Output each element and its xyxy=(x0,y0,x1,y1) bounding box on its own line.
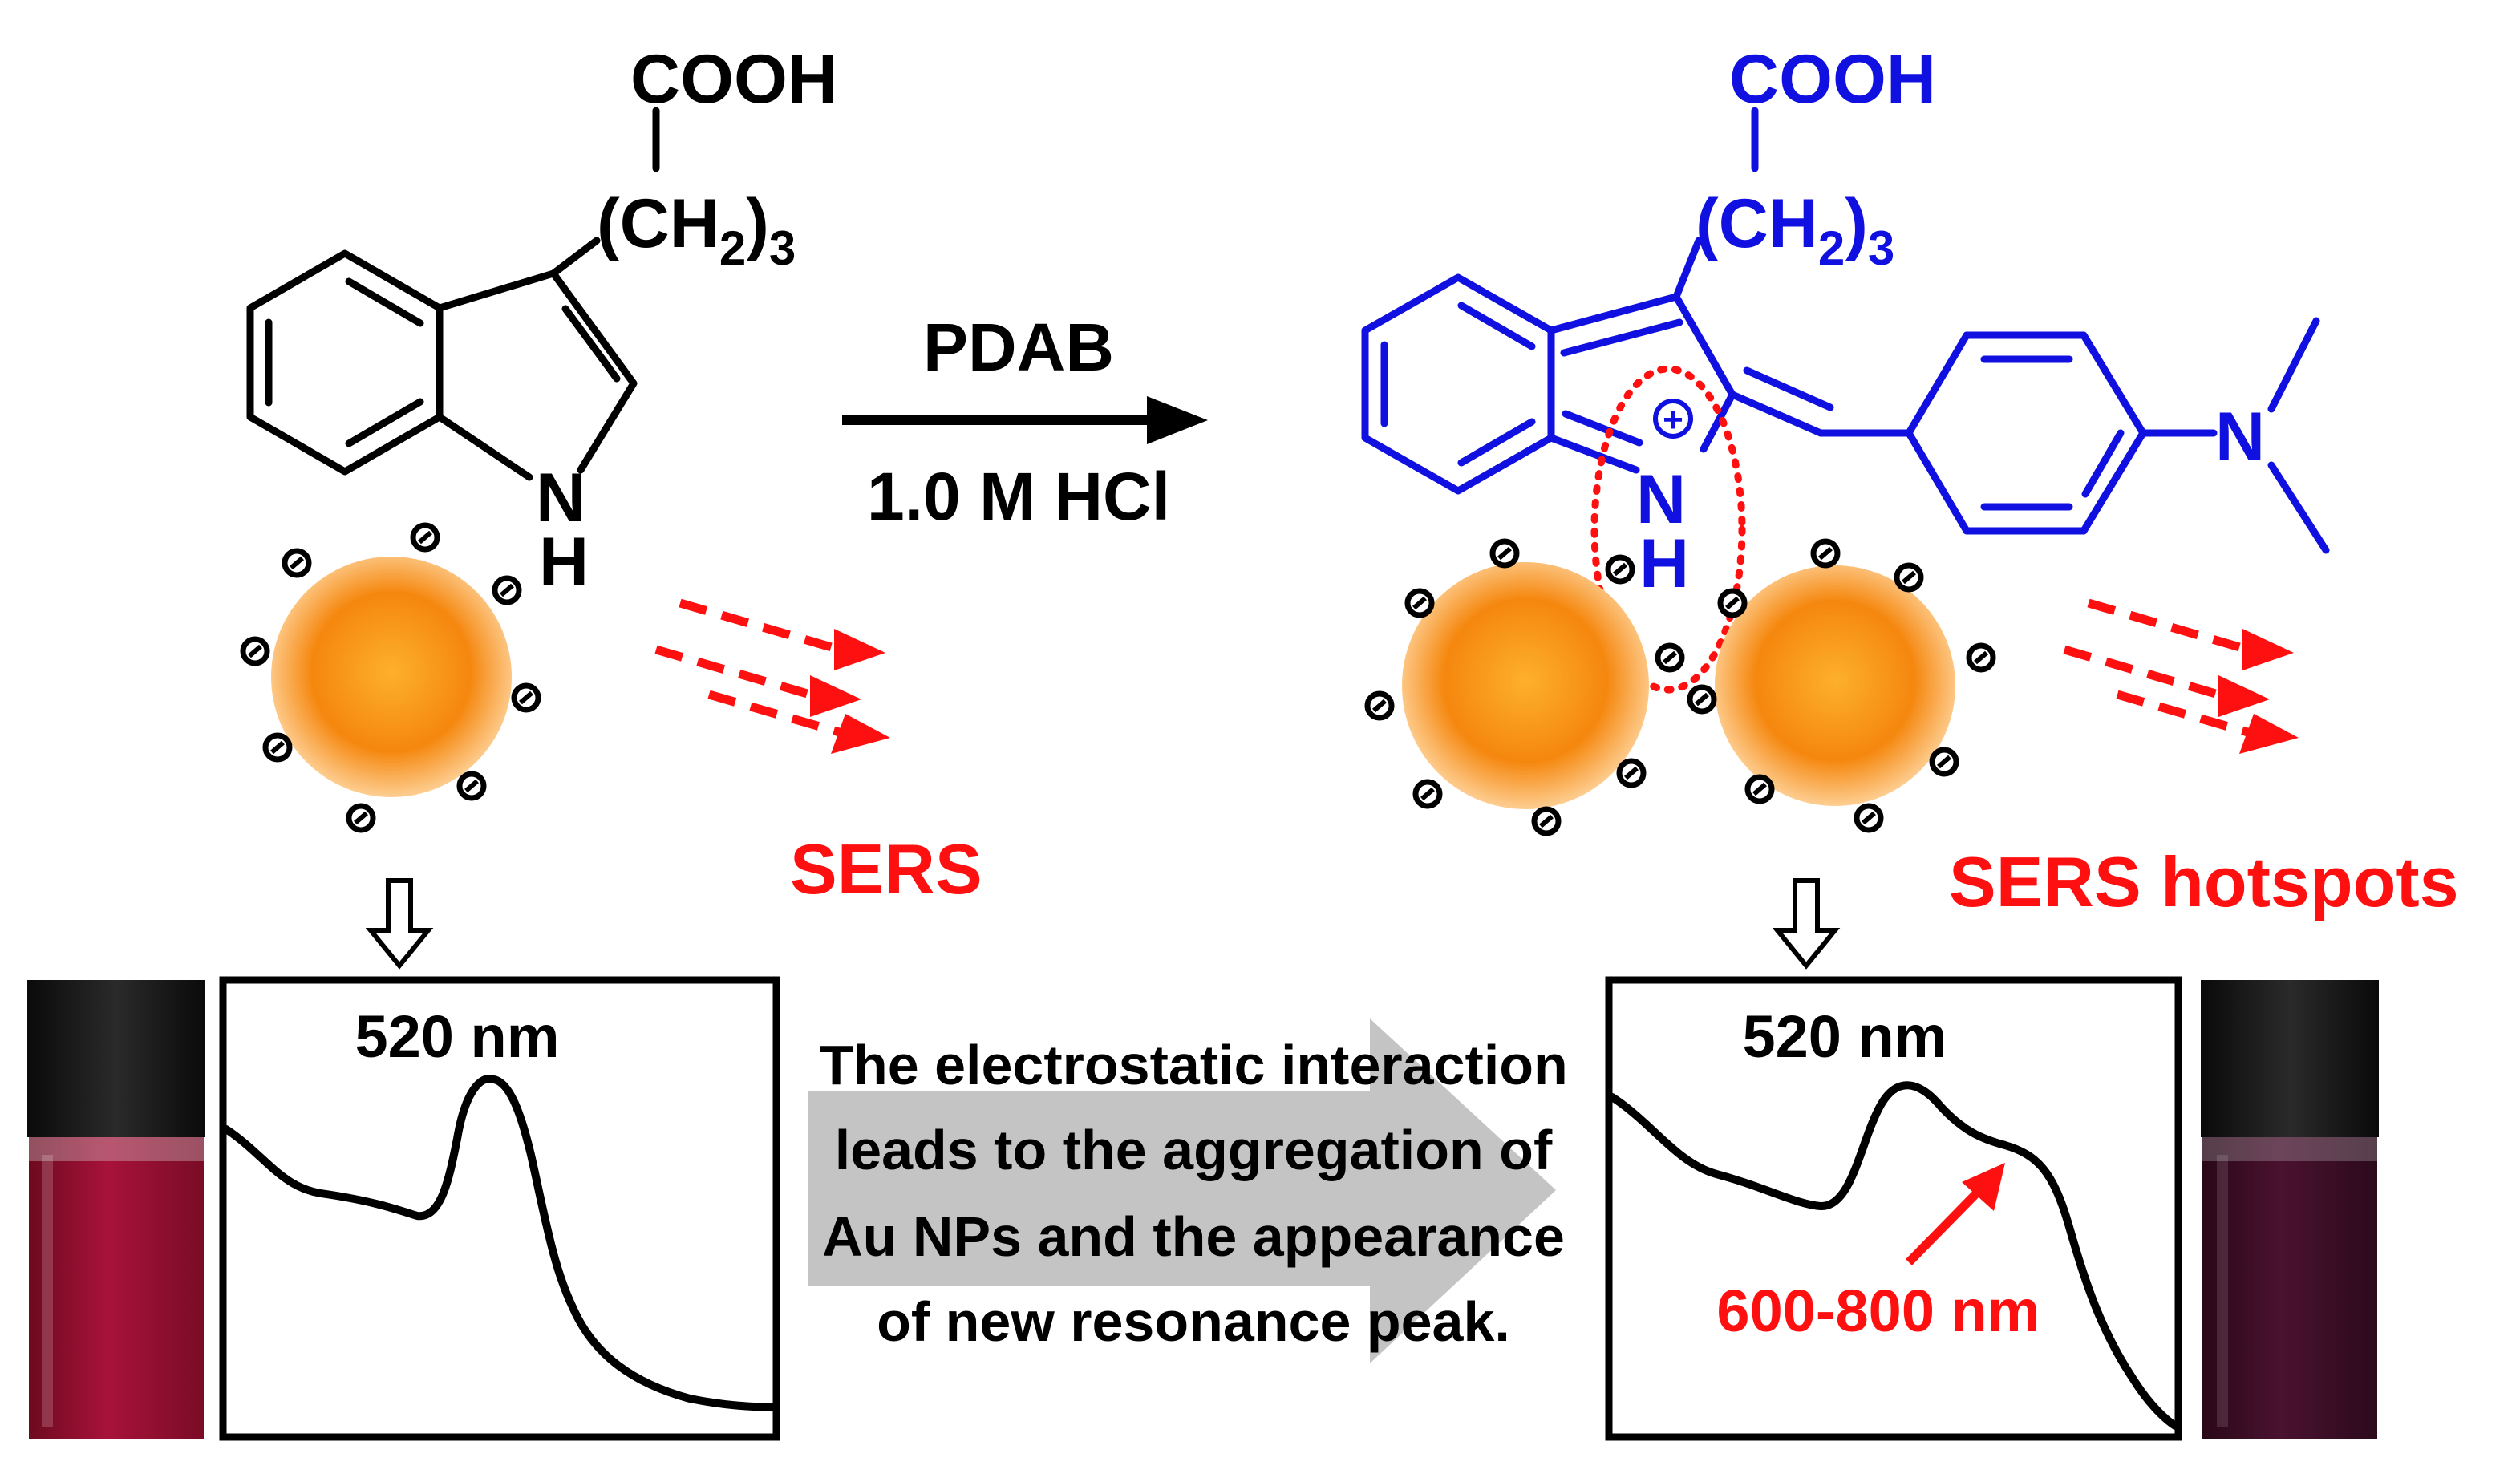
reaction-arrow: PDAB 1.0 M HCl xyxy=(842,310,1208,534)
aggregated-nanoparticle-right xyxy=(1690,541,1993,830)
spectrum-panel-left: 520 nm xyxy=(219,976,780,1441)
positive-charge-icon: + xyxy=(1653,399,1693,439)
dimethylamine-nitrogen-label: N xyxy=(2215,399,2265,476)
single-nanoparticle xyxy=(243,525,538,830)
vial-purple xyxy=(2201,980,2379,1439)
reactant-nitrogen-label: N xyxy=(536,460,585,537)
shoulder-label: 600-800 nm xyxy=(1716,1278,2040,1344)
spectrum-panel-right: 520 nm 600-800 nm xyxy=(1605,976,2182,1441)
sers-arrows-right xyxy=(2063,598,2299,754)
product-labels: COOH (CH2)3 N H N xyxy=(1636,41,2265,602)
explanation-line-2: leads to the aggregation of xyxy=(835,1119,1553,1181)
process-arrow xyxy=(808,1018,1556,1363)
interaction-ellipse xyxy=(1590,365,1746,694)
reactant-chain-label: (CH2)3 xyxy=(597,185,796,275)
condition-label: 1.0 M HCl xyxy=(867,459,1170,534)
aggregated-nanoparticle-left xyxy=(1367,541,1682,833)
down-arrow-left xyxy=(365,878,434,970)
product-cooh-label: COOH xyxy=(1729,41,1936,118)
down-arrow-right xyxy=(1772,878,1841,970)
reactant-cooh-label: COOH xyxy=(630,41,837,118)
shoulder-pointer-head xyxy=(1962,1163,2005,1211)
vial-red xyxy=(27,980,205,1439)
explanation-line-3: Au NPs and the appearance xyxy=(822,1205,1565,1268)
explanation-line-1: The electrostatic interaction xyxy=(819,1034,1568,1096)
spectrum-curve-right xyxy=(1608,1081,2179,1430)
reactant-labels: COOH (CH2)3 N H xyxy=(536,41,837,601)
reactant-molecule xyxy=(246,107,660,481)
product-nitrogen-label: N xyxy=(1636,461,1686,538)
shoulder-pointer-arrow xyxy=(1906,1179,1991,1265)
sers-label: SERS xyxy=(790,829,982,909)
sers-arrows-left xyxy=(654,598,890,754)
product-molecule xyxy=(1361,107,2330,554)
sers-hotspots-label: SERS hotspots xyxy=(1949,842,2459,921)
reagent-label: PDAB xyxy=(923,310,1114,385)
product-chain-label: (CH2)3 xyxy=(1696,185,1894,275)
right-peak-label: 520 nm xyxy=(1742,1003,1947,1070)
explanation-line-4: of new resonance peak. xyxy=(877,1290,1510,1353)
spectrum-curve-left xyxy=(222,1075,777,1411)
reactant-hydrogen-label: H xyxy=(539,524,589,601)
explanation-text: The electrostatic interaction leads to t… xyxy=(819,1034,1568,1353)
svg-text:+: + xyxy=(1663,400,1683,439)
left-peak-label: 520 nm xyxy=(355,1003,559,1070)
product-hydrogen-label: H xyxy=(1639,525,1689,602)
